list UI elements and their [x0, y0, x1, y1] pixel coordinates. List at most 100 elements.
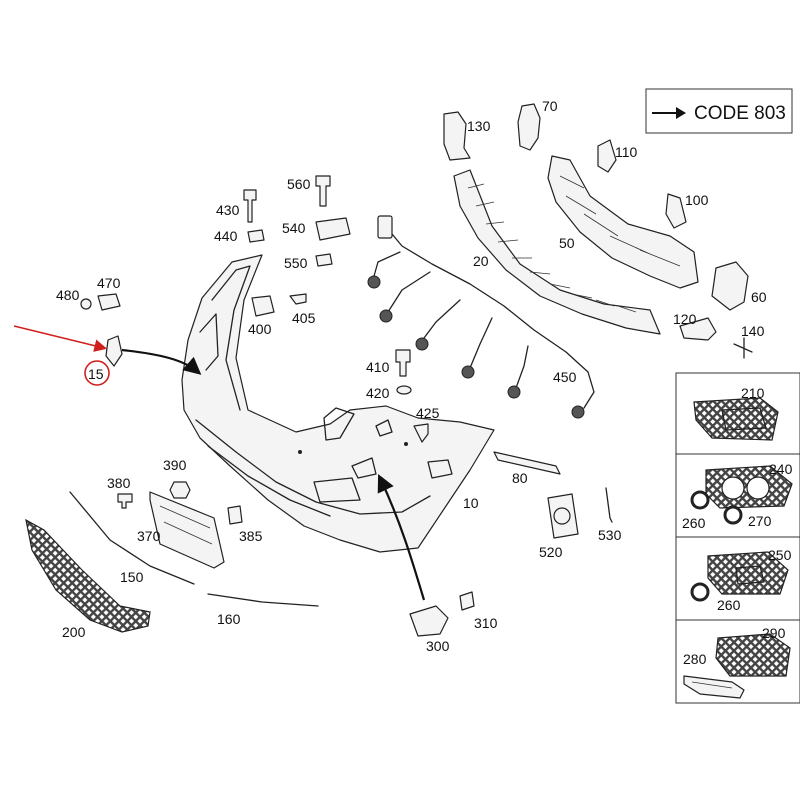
- clip-385-icon: [227, 505, 243, 525]
- callout-260-a: 260: [682, 515, 706, 531]
- ring-270: [723, 505, 743, 525]
- callout-405: 405: [292, 310, 316, 326]
- trim-strip-160: [207, 593, 319, 607]
- callout-440: 440: [214, 228, 238, 244]
- sensor-4: [461, 365, 475, 379]
- callout-370: 370: [137, 528, 161, 544]
- callout-70: 70: [542, 98, 558, 114]
- sensor-470-icon: [97, 293, 121, 311]
- callout-140: 140: [741, 323, 765, 339]
- callout-425: 425: [416, 405, 440, 421]
- callout-410: 410: [366, 359, 390, 375]
- bracket-70: [517, 103, 541, 151]
- callout-130: 130: [467, 118, 491, 134]
- callout-200: 200: [62, 624, 86, 640]
- sensor-6: [571, 405, 585, 419]
- module-540-icon: [315, 217, 351, 241]
- grille-250: [707, 551, 789, 595]
- callout-20: 20: [473, 253, 489, 269]
- callout-15-highlight: [84, 360, 110, 386]
- callout-430: 430: [216, 202, 240, 218]
- callout-560: 560: [287, 176, 311, 192]
- sensor-3: [415, 337, 429, 351]
- bracket-310-icon: [459, 591, 475, 611]
- callout-450: 450: [553, 369, 577, 385]
- callout-385: 385: [239, 528, 263, 544]
- screw-560-icon: [315, 175, 331, 207]
- sensor-2: [379, 309, 393, 323]
- callout-labels: 15 10 20 50 60 70 80 100 110 120 130 140…: [56, 98, 793, 667]
- ring-260-b: [690, 582, 710, 602]
- callout-110: 110: [615, 144, 638, 160]
- leader-15-to-bumper: [121, 348, 202, 375]
- harness-connector: [377, 215, 393, 239]
- callout-270: 270: [748, 513, 772, 529]
- trim-strip-150: [69, 491, 195, 585]
- callout-470: 470: [97, 275, 121, 291]
- ring-260-a: [690, 490, 710, 510]
- callout-290: 290: [762, 625, 786, 641]
- callout-530: 530: [598, 527, 622, 543]
- callout-550: 550: [284, 255, 308, 271]
- callout-60: 60: [751, 289, 767, 305]
- callout-390: 390: [163, 457, 187, 473]
- callout-300: 300: [426, 638, 450, 654]
- bumper-cover-10: [181, 254, 495, 553]
- code-label: CODE 803: [694, 103, 786, 124]
- ring-480-icon: [80, 298, 92, 310]
- impact-bar-20: [443, 103, 661, 335]
- callout-15: 15: [88, 366, 104, 382]
- sensor-1: [367, 275, 381, 289]
- callout-120: 120: [673, 311, 697, 327]
- callout-210: 210: [741, 385, 765, 401]
- screw-405-icon: [289, 293, 307, 305]
- bracket-100: [665, 193, 687, 229]
- rivet-140: [733, 337, 753, 359]
- callout-80: 80: [512, 470, 528, 486]
- callout-280: 280: [683, 651, 707, 667]
- callout-400: 400: [248, 321, 272, 337]
- bracket-120: [679, 317, 717, 341]
- absorber-50: [547, 139, 753, 359]
- grille-290: [715, 633, 791, 677]
- nut-390-icon: [169, 481, 191, 499]
- wiring-harness-450: [367, 215, 595, 419]
- callout-10: 10: [463, 495, 479, 511]
- callout-310: 310: [474, 615, 498, 631]
- bracket-110: [597, 139, 617, 173]
- bolt-380-icon: [117, 493, 133, 509]
- red-pointer-arrow: [13, 325, 108, 352]
- grille-variant-panels: [675, 372, 800, 704]
- callout-150: 150: [120, 569, 144, 585]
- washer-420-icon: [396, 385, 412, 395]
- code-803-box: CODE 803: [645, 88, 793, 134]
- callout-100: 100: [685, 192, 709, 208]
- cap-300-icon: [409, 605, 449, 637]
- callout-380: 380: [107, 475, 131, 491]
- sensor-5: [507, 385, 521, 399]
- bracket-15-icon: [105, 335, 123, 367]
- clip-425-icon: [413, 423, 429, 443]
- fasteners-group: [80, 175, 613, 637]
- lower-grille-200: [25, 518, 151, 633]
- callout-480: 480: [56, 287, 80, 303]
- code-arrow-icon: [652, 107, 686, 119]
- callout-240: 240: [769, 461, 793, 477]
- callout-50: 50: [559, 235, 575, 251]
- plate-holder-370: [149, 491, 225, 569]
- mount-400-icon: [251, 295, 275, 317]
- bracket-60: [711, 261, 749, 311]
- callout-260-b: 260: [717, 597, 741, 613]
- strip-530-icon: [605, 487, 613, 523]
- bracket-130: [443, 111, 471, 161]
- trim-280: [683, 675, 745, 699]
- callout-540: 540: [282, 220, 306, 236]
- clip-440-icon: [247, 229, 265, 243]
- callout-160: 160: [217, 611, 241, 627]
- clip-550-icon: [315, 253, 333, 267]
- callout-420: 420: [366, 385, 390, 401]
- leader-300-to-bumper: [377, 474, 426, 601]
- module-520-icon: [547, 493, 579, 539]
- callout-520: 520: [539, 544, 563, 560]
